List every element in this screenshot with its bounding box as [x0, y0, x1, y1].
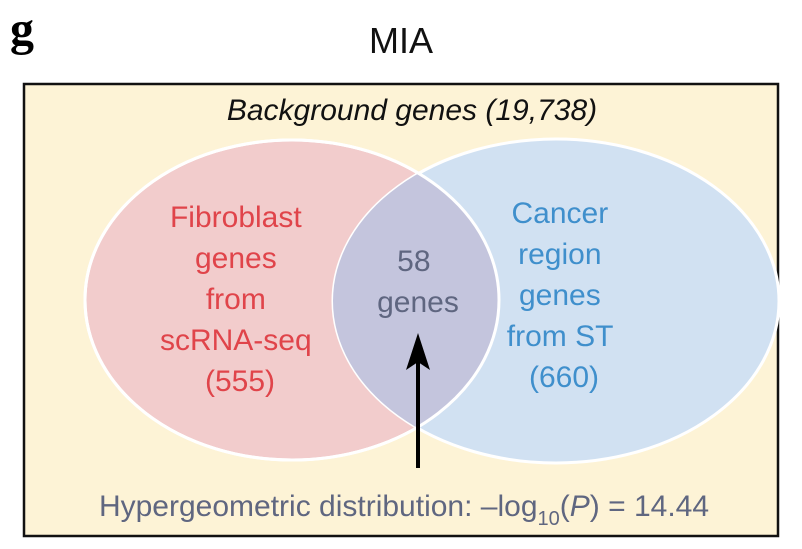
stat-suffix: ) = 14.44 — [590, 490, 709, 523]
cancer-label-line: from ST — [507, 320, 613, 353]
stat-open-paren: ( — [560, 490, 570, 523]
fibroblast-label-line: genes — [195, 242, 277, 275]
cancer-label-line: genes — [519, 279, 601, 312]
panel-letter: g — [10, 3, 34, 56]
figure-title: MIA — [368, 20, 433, 61]
stat-variable: P — [570, 490, 590, 523]
overlap-label-line: genes — [377, 286, 459, 319]
cancer-count: (660) — [529, 361, 599, 394]
fibroblast-count: (555) — [205, 365, 275, 398]
cancer-label-line: region — [518, 238, 601, 271]
cancer-label-line: Cancer — [511, 197, 608, 230]
background-genes-label: Background genes (19,738) — [227, 94, 597, 127]
fibroblast-label-line: scRNA-seq — [160, 324, 312, 357]
fibroblast-set-label: Fibroblast genes from scRNA-seq (555) — [160, 201, 320, 398]
arrow-head — [406, 333, 430, 370]
stat-prefix: Hypergeometric distribution: –log — [99, 490, 538, 523]
stat-subscript: 10 — [538, 508, 560, 530]
fibroblast-label-line: Fibroblast — [170, 201, 302, 234]
overlap-region — [333, 140, 499, 460]
overlap-count: 58 — [397, 245, 430, 278]
fibroblast-set-outline — [83, 138, 501, 462]
overlap-label: 58 genes — [377, 245, 459, 319]
hypergeometric-stat: Hypergeometric distribution: –log10(P) =… — [99, 490, 709, 530]
fibroblast-label-line: from — [206, 283, 266, 316]
cancer-region-set-label: Cancer region genes from ST (660) — [507, 197, 621, 394]
